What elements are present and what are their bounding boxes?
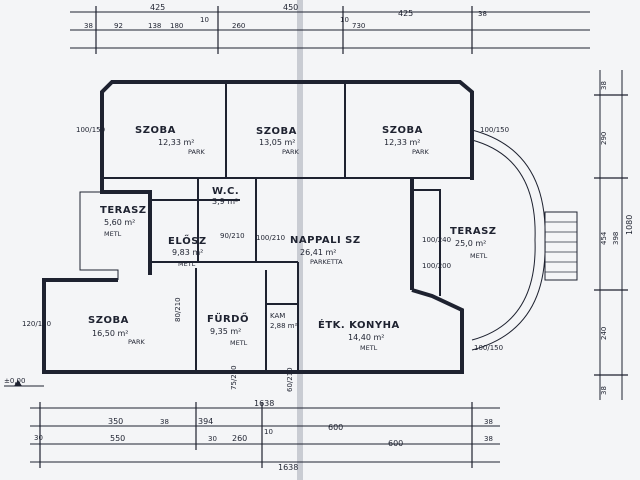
room-kamra: KAM (270, 312, 285, 320)
dim-right-5: 398 (612, 232, 620, 245)
room-eloter-area: 9,83 m² (172, 248, 203, 257)
opening-notes: 100/150 100/150 120/150 100/210 100/240 … (22, 126, 509, 392)
dim-right-7: 38 (600, 386, 608, 395)
opening-note-1: 100/150 (76, 126, 105, 134)
dim-bottom-b3: 30 (208, 435, 217, 443)
dim-bottom-b4: 260 (232, 434, 247, 443)
level-marker: ±0,00 (4, 377, 44, 387)
room-eloter: ELŐSZ (168, 233, 207, 247)
opening-note-3: 120/150 (22, 320, 51, 328)
dim-bottom-5: 38 (484, 418, 493, 426)
dim-top-1: 425 (150, 3, 165, 12)
room-szoba-sw-area: 16,50 m² (92, 329, 128, 338)
room-szoba-nc-floor: PARK (282, 148, 299, 156)
walls (42, 80, 578, 374)
room-konyha-floor: METL (360, 344, 378, 352)
opening-note-4: 100/210 (256, 234, 285, 242)
dim-bottom-b2: 550 (110, 434, 125, 443)
room-eloter-floor: METL (178, 260, 196, 268)
room-terasz-e: TERASZ (450, 226, 497, 237)
dim-top-b8: 730 (352, 22, 365, 30)
dim-top-b3: 138 (148, 22, 161, 30)
opening-note-7: 100/150 (474, 344, 503, 352)
opening-note-9: 80/210 (174, 297, 182, 322)
opening-note-11: 60/210 (286, 367, 294, 392)
room-wc-area: 3,9 m² (212, 197, 238, 206)
dim-bottom-3: 394 (198, 417, 213, 426)
dim-right-3: 1080 (625, 215, 634, 235)
dim-top-b2: 92 (114, 22, 123, 30)
room-terasz-w-area: 5,60 m² (104, 218, 135, 227)
room-furdo-area: 9,35 m² (210, 327, 241, 336)
dim-bottom-b5: 10 (264, 428, 273, 436)
dim-bottom-4: 1638 (254, 399, 274, 408)
dimension-top: 425 450 425 38 92 138 180 10 260 10 730 … (70, 3, 590, 54)
dim-bottom-b7: 600 (388, 439, 403, 448)
dim-top-b9: 38 (478, 10, 487, 18)
room-szoba-sw: SZOBA (88, 315, 129, 326)
room-kamra-area: 2,88 m² (270, 322, 298, 330)
room-szoba-nw-area: 12,33 m² (158, 138, 194, 147)
room-terasz-e-floor: METL (470, 252, 488, 260)
dim-top-b6: 260 (232, 22, 245, 30)
room-konyha-area: 14,40 m² (348, 333, 384, 342)
dim-bottom-1: 350 (108, 417, 123, 426)
room-konyha: ÉTK. KONYHA (318, 318, 400, 331)
opening-note-10: 75/210 (230, 365, 238, 390)
dim-right-2: 290 (600, 132, 608, 145)
dim-bottom-b8: 38 (484, 435, 493, 443)
opening-note-8: 90/210 (220, 232, 245, 240)
dim-bottom-total: 1638 (278, 463, 298, 472)
dim-bottom-b6: 600 (328, 423, 343, 432)
opening-note-5: 100/240 (422, 236, 451, 244)
room-terasz-e-area: 25,0 m² (455, 239, 486, 248)
room-szoba-nw: SZOBA (135, 125, 176, 136)
dim-top-3: 425 (398, 9, 413, 18)
room-furdo: FÜRDŐ (207, 311, 249, 325)
opening-note-2: 100/150 (480, 126, 509, 134)
dim-top-b7: 10 (340, 16, 349, 24)
dim-right-6: 240 (600, 327, 608, 340)
room-szoba-ne-area: 12,33 m² (384, 138, 420, 147)
dim-bottom-b1: 30 (34, 434, 43, 442)
opening-note-6: 100/200 (422, 262, 451, 270)
dim-top-b4: 180 (170, 22, 183, 30)
dim-right-4: 454 (600, 231, 608, 245)
room-terasz-w: TERASZ (100, 205, 147, 216)
dimension-right: 38 290 1080 454 398 240 38 (594, 70, 634, 400)
room-szoba-nc: SZOBA (256, 126, 297, 137)
room-szoba-ne-floor: PARK (412, 148, 429, 156)
dim-top-2: 450 (283, 3, 298, 12)
room-labels: SZOBA 12,33 m² PARK SZOBA 13,05 m² PARK … (88, 125, 497, 352)
room-wc: W.C. (212, 186, 239, 197)
room-szoba-nc-area: 13,05 m² (259, 138, 295, 147)
level-marker-text: ±0,00 (4, 377, 25, 385)
room-szoba-ne: SZOBA (382, 125, 423, 136)
room-szoba-sw-floor: PARK (128, 338, 145, 346)
dim-right-1: 38 (600, 81, 608, 90)
room-nappali-area: 26,41 m² (300, 248, 336, 257)
dimension-bottom: 350 38 394 1638 38 30 550 30 260 10 600 … (30, 399, 500, 472)
room-nappali: NAPPALI SZ (290, 235, 361, 246)
room-terasz-w-floor: METL (104, 230, 122, 238)
dim-bottom-2: 38 (160, 418, 169, 426)
dim-top-b5: 10 (200, 16, 209, 24)
room-furdo-floor: METL (230, 339, 248, 347)
room-nappali-floor: PARKETTA (310, 258, 343, 266)
dim-top-b1: 38 (84, 22, 93, 30)
room-szoba-nw-floor: PARK (188, 148, 205, 156)
